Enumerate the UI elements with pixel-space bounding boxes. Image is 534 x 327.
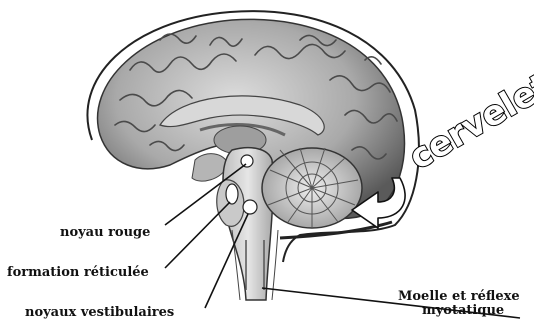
moelle-label-line1: Moelle et réflexe [398,289,520,304]
red-nucleus-marker [241,155,253,167]
cerebellum [262,148,362,228]
vestibular-nuclei-marker [243,200,257,214]
cervelet-label: cervelet [403,65,534,178]
reticular-formation-marker [226,184,238,204]
noyaux-vestibulaires-label: noyaux vestibulaires [25,305,174,320]
moelle-label-line2: myotatique [422,303,504,318]
noyau-rouge-label: noyau rouge [60,225,150,240]
formation-reticulee-label: formation réticulée [7,265,149,280]
leader-formation-reticulee [165,202,230,268]
